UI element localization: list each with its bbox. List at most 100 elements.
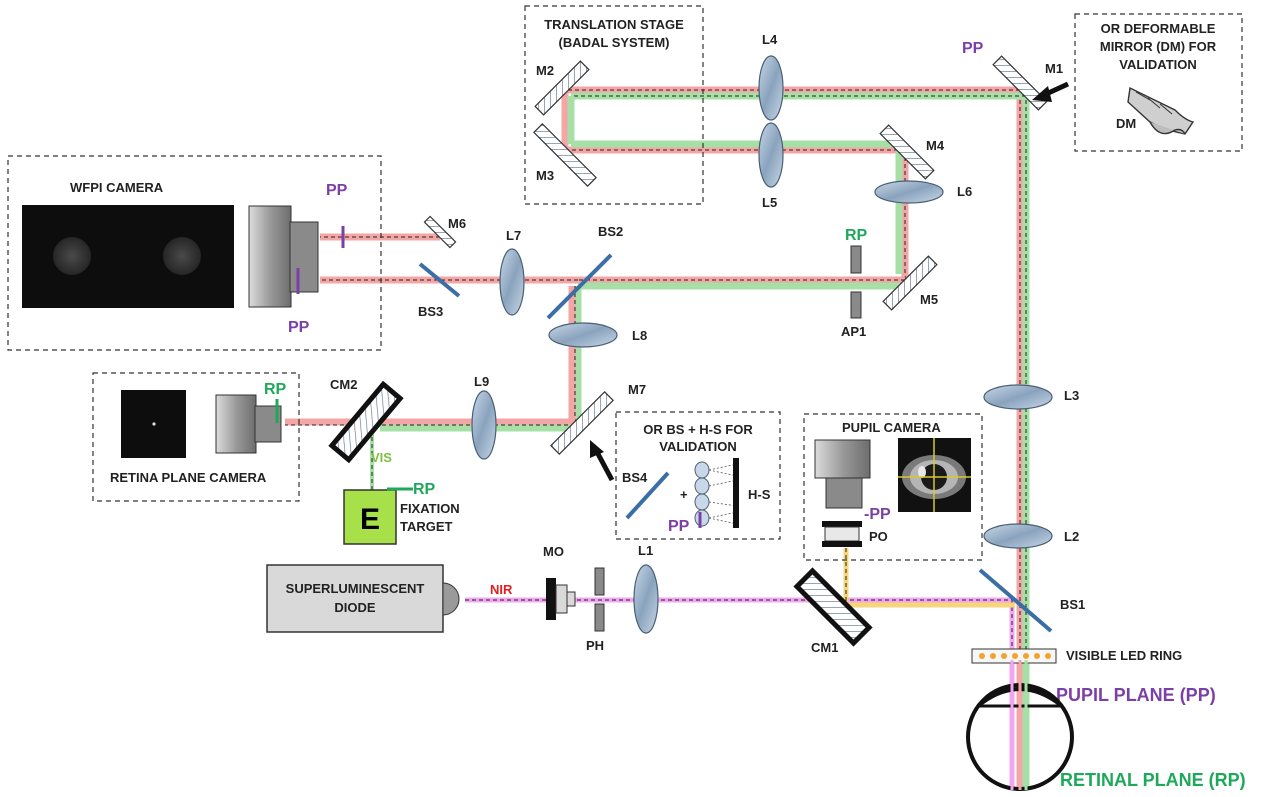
lens-l4 [758, 55, 784, 121]
pinhole [594, 567, 605, 632]
pp-label-m1: PP [962, 40, 984, 57]
lens-l7 [499, 248, 525, 316]
bs4-arrow [590, 440, 615, 482]
rp-label-ap1: RP [845, 227, 868, 244]
retina-camera-box [92, 372, 300, 502]
wfpi-camera-title: WFPI CAMERA [70, 180, 164, 195]
eye-beams [1010, 660, 1028, 790]
pp-label-wfpi-top: PP [326, 182, 348, 199]
svg-text:DIODE: DIODE [334, 600, 376, 615]
pp-label-wfpi-bottom: PP [288, 319, 310, 336]
lens-l3 [983, 384, 1053, 410]
translation-stage-label: TRANSLATION STAGE (BADAL SYSTEM) [544, 17, 684, 50]
aperture-ap1 [850, 245, 862, 319]
bs4-label: BS4 [622, 470, 648, 485]
ph-label: PH [586, 638, 604, 653]
bs1-label: BS1 [1060, 597, 1085, 612]
mirror-m4 [879, 124, 935, 180]
microscope-objective [546, 578, 576, 620]
cm2-label: CM2 [330, 377, 357, 392]
cm1-label: CM1 [811, 640, 838, 655]
mirror-m3 [533, 123, 597, 187]
wfpi-camera-box [7, 155, 382, 351]
l5-label: L5 [762, 195, 777, 210]
m3-label: M3 [536, 168, 554, 183]
l3-label: L3 [1064, 388, 1079, 403]
beamsplitter-bs3 [418, 262, 461, 298]
svg-text:VALIDATION: VALIDATION [659, 439, 737, 454]
dm-label: DM [1116, 116, 1136, 131]
l1-label: L1 [638, 543, 653, 558]
fixation-target: E [343, 489, 397, 545]
dm-arrow [1032, 81, 1070, 102]
m2-label: M2 [536, 63, 554, 78]
superluminescent-diode: SUPERLUMINESCENT DIODE [266, 564, 460, 633]
rp-label-retina-camera: RP [264, 381, 287, 398]
retina-camera-title: RETINA PLANE CAMERA [110, 470, 267, 485]
bs3-label: BS3 [418, 304, 443, 319]
svg-text:OR BS + H-S FOR: OR BS + H-S FOR [643, 422, 753, 437]
cold-mirror-cm1 [793, 567, 873, 647]
svg-text:SUPERLUMINESCENT: SUPERLUMINESCENT [286, 581, 425, 596]
mirror-m5 [882, 255, 938, 311]
m4-label: M4 [926, 138, 945, 153]
pupil-camera-title: PUPIL CAMERA [842, 420, 941, 435]
pupil-camera-body [814, 439, 871, 547]
mirror-m2 [534, 60, 590, 116]
retinal-plane-label: RETINAL PLANE (RP) [1060, 770, 1246, 790]
nir-label: NIR [490, 582, 513, 597]
svg-text:MIRROR (DM) FOR: MIRROR (DM) FOR [1100, 39, 1217, 54]
retina-camera-body [215, 394, 282, 454]
bs-hs-validation-label: OR BS + H-S FOR VALIDATION [643, 422, 753, 454]
m7-label: M7 [628, 382, 646, 397]
l2-label: L2 [1064, 529, 1079, 544]
mirror-m6 [423, 215, 457, 249]
retina-image [121, 390, 186, 458]
svg-text:VALIDATION: VALIDATION [1119, 57, 1197, 72]
fixation-label-2: TARGET [400, 519, 453, 534]
plus-label: + [680, 487, 688, 502]
svg-text:OR DEFORMABLE: OR DEFORMABLE [1101, 21, 1216, 36]
dm-validation-label: OR DEFORMABLE MIRROR (DM) FOR VALIDATION [1100, 21, 1217, 72]
po-label: PO [869, 529, 888, 544]
pupil-image [898, 438, 971, 512]
cold-mirror-cm2 [328, 380, 404, 464]
translation-stage-box [524, 5, 704, 205]
svg-text:(BADAL SYSTEM): (BADAL SYSTEM) [559, 35, 670, 50]
l6-label: L6 [957, 184, 972, 199]
shack-hartmann-sensor [694, 458, 739, 528]
beamsplitter-bs1 [978, 568, 1053, 633]
bs2-label: BS2 [598, 224, 623, 239]
l9-label: L9 [474, 374, 489, 389]
wfpi-image [22, 205, 234, 308]
lens-l5 [758, 122, 784, 188]
l7-label: L7 [506, 228, 521, 243]
rp-label-fixation: RP [413, 481, 436, 498]
beamsplitter-bs2 [546, 253, 613, 320]
bs-hs-validation-box [615, 411, 781, 540]
lens-l9 [471, 390, 497, 460]
lens-l1 [633, 564, 659, 634]
l8-label: L8 [632, 328, 647, 343]
dm-validation-box [1074, 13, 1243, 152]
m1-label: M1 [1045, 61, 1063, 76]
wfpi-camera-body [248, 205, 319, 308]
beamsplitter-bs4 [625, 471, 670, 520]
m5-label: M5 [920, 292, 938, 307]
fixation-label-1: FIXATION [400, 501, 460, 516]
pupil-plane-label: PUPIL PLANE (PP) [1056, 685, 1216, 705]
led-ring-label: VISIBLE LED RING [1066, 648, 1182, 663]
fixation-letter: E [360, 503, 380, 536]
vis-label: VIS [371, 450, 392, 465]
deformable-mirror-icon [1127, 86, 1195, 135]
svg-text:TRANSLATION STAGE: TRANSLATION STAGE [544, 17, 684, 32]
lens-l6 [874, 180, 944, 204]
visible-led-ring [971, 648, 1057, 664]
mirror-m1 [992, 55, 1048, 111]
hs-label: H-S [748, 487, 771, 502]
lens-l8 [548, 322, 618, 348]
lens-l2 [983, 523, 1053, 549]
pp-label-bs4: PP [668, 518, 690, 535]
l4-label: L4 [762, 32, 778, 47]
